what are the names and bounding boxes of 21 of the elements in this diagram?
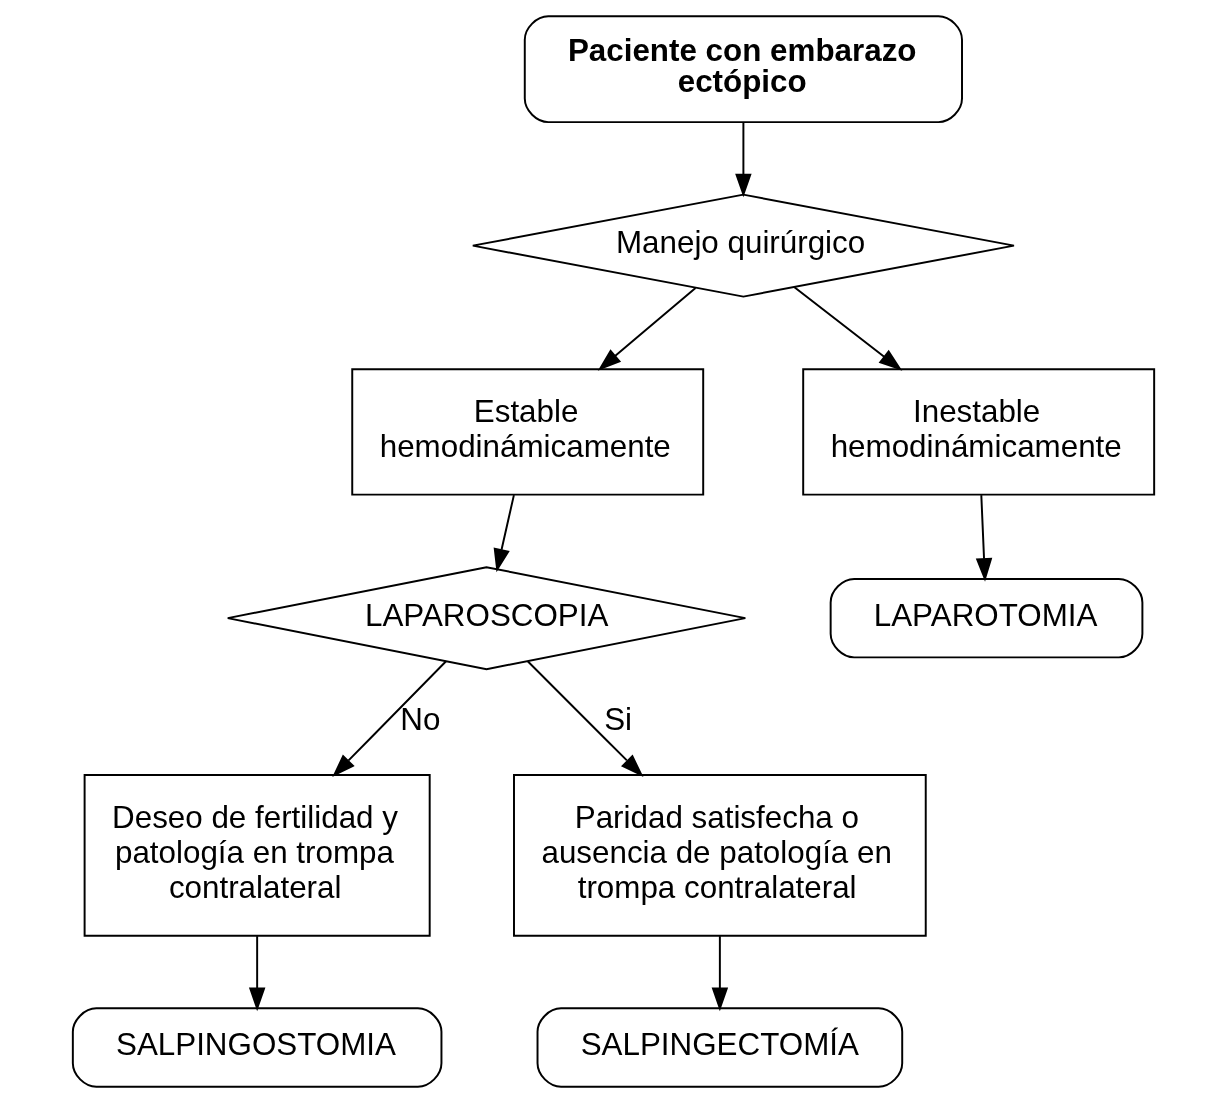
node-diamond: Manejo quirúrgico: [471, 193, 1015, 298]
node-box: Deseo de fertilidad y patología en trompa contralateral: [83, 774, 431, 937]
node-box: Paciente con embarazo ectópico: [523, 15, 963, 124]
arrow: [493, 494, 515, 573]
node-box: Paridad satisfecha o ausencia de patología en trompa contralateral: [513, 774, 927, 937]
node-box: Estable hemodinámicamente: [351, 368, 705, 496]
arrow: [597, 287, 697, 371]
arrow: [793, 286, 903, 371]
edge-label: Si: [604, 701, 633, 737]
arrow: [332, 660, 448, 778]
node-diamond: LAPAROSCOPIA: [226, 566, 747, 671]
node-box: SALPINGOSTOMIA: [71, 1007, 443, 1088]
arrow: [975, 494, 993, 582]
arrow: [735, 121, 752, 198]
arrow: [526, 660, 644, 778]
edge-label: No: [400, 701, 441, 737]
node-box: Inestable hemodinámicamente: [802, 368, 1156, 496]
arrow: [248, 935, 266, 1012]
arrow: [711, 935, 729, 1012]
node-box: LAPAROTOMIA: [829, 577, 1144, 659]
node-box: SALPINGECTOMÍA: [536, 1007, 904, 1088]
